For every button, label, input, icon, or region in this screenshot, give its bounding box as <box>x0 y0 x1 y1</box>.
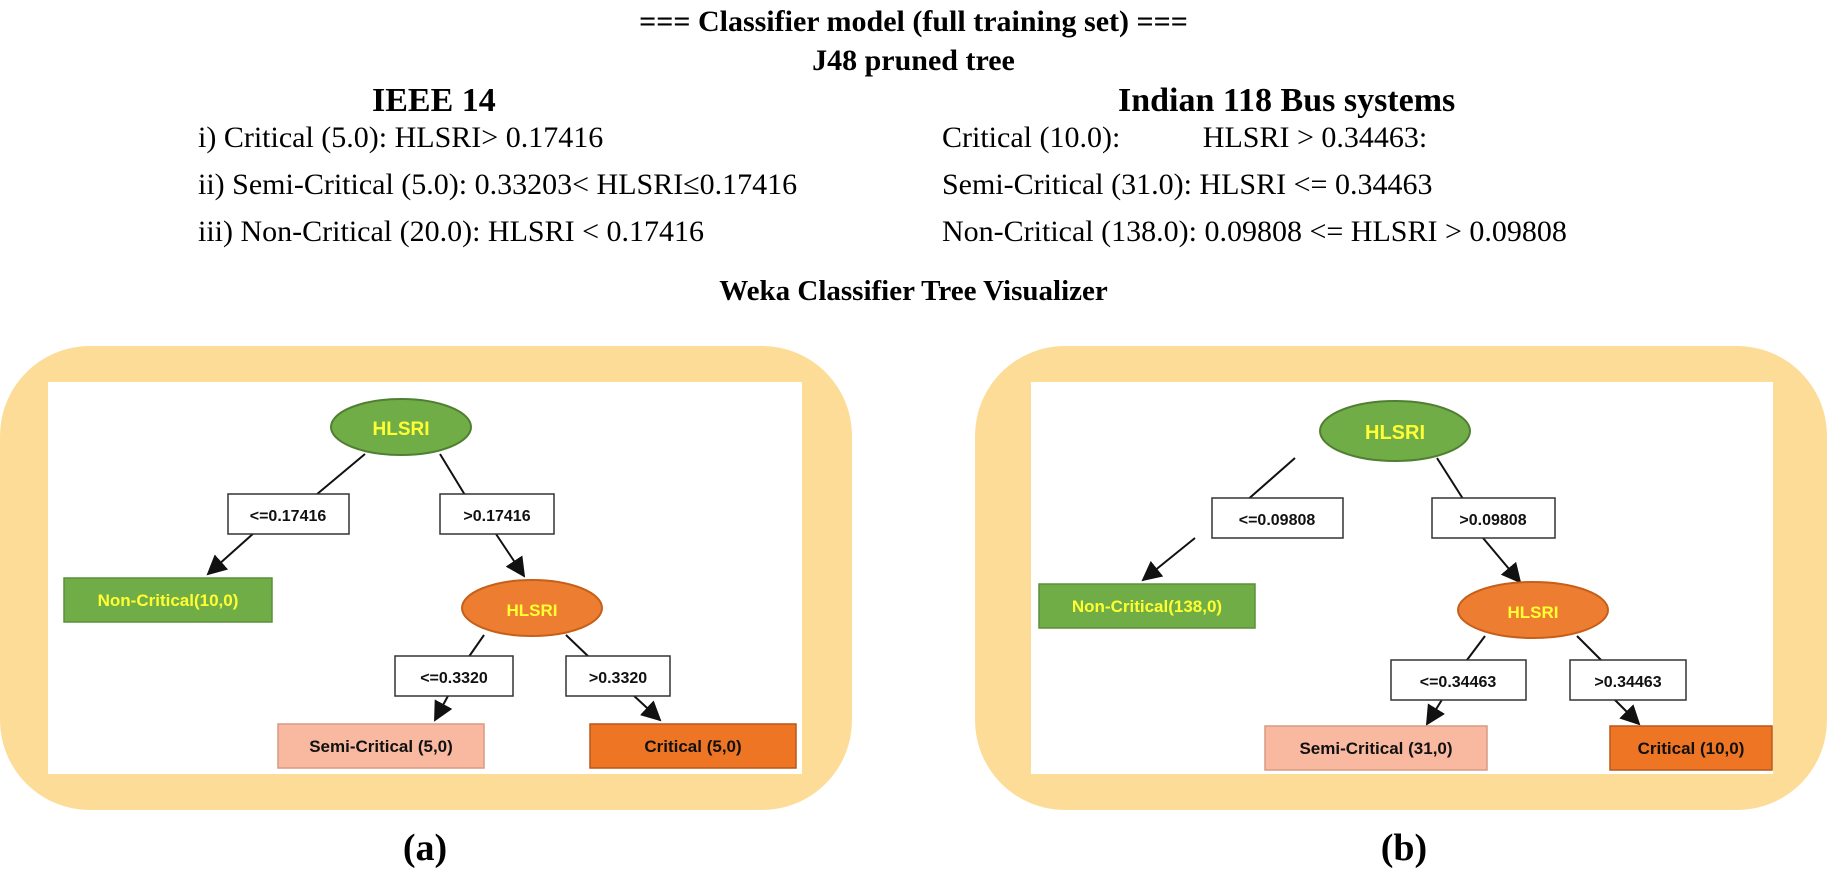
right-rule-2: Semi-Critical (31.0): HLSRI <= 0.34463 <box>942 168 1433 201</box>
inner-edge-label-right-b: >0.34463 <box>1594 674 1661 691</box>
edge-label-right-to-inner-a <box>495 533 526 578</box>
edge-root-right-b <box>1436 457 1466 503</box>
right-rule-3: Non-Critical (138.0): 0.09808 <= HLSRI >… <box>942 215 1567 248</box>
edge-inner-right-a <box>565 634 591 659</box>
root-label-b: HLSRI <box>1365 422 1425 444</box>
edge-box-right-a <box>439 493 555 535</box>
edge-label-right-b: >0.09808 <box>1459 512 1526 529</box>
inner-edge-box-right-b <box>1569 659 1687 701</box>
edge-label-left-b: <=0.09808 <box>1239 512 1316 529</box>
leaf-semicritical-label-b: Semi-Critical (31,0) <box>1299 739 1452 758</box>
leaf-semicritical-a <box>277 723 485 769</box>
leaf-noncritical-b <box>1038 583 1256 629</box>
left-column-title: IEEE 14 <box>372 82 496 119</box>
inner-edge-box-left-b <box>1390 659 1527 701</box>
edge-root-left-b <box>1244 457 1296 503</box>
left-rule-1: i) Critical (5.0): HLSRI> 0.17416 <box>198 121 604 154</box>
edge-label-right-a: >0.17416 <box>463 508 530 525</box>
inner-label-b: HLSRI <box>1508 603 1559 622</box>
edge-label-left-to-leaf-a <box>206 531 256 576</box>
right-rule-1: Critical (10.0): HLSRI > 0.34463: <box>942 121 1428 154</box>
pruned-tree-title: J48 pruned tree <box>812 44 1015 77</box>
classifier-model-title: === Classifier model (full training set)… <box>639 5 1188 38</box>
inner-node-b <box>1457 581 1609 639</box>
root-label-a: HLSRI <box>373 419 430 440</box>
leaf-critical-a <box>589 723 797 769</box>
edge-label-right-to-inner-b <box>1482 537 1522 584</box>
edge-inner-label-left-to-semi-a <box>434 693 453 722</box>
edge-root-left-a <box>309 453 366 501</box>
edge-box-left-a <box>227 493 350 535</box>
edge-inner-label-right-to-crit-a <box>631 693 662 722</box>
left-rule-3: iii) Non-Critical (20.0): HLSRI < 0.1741… <box>198 215 705 248</box>
leaf-noncritical-a <box>63 577 273 623</box>
caption-a: (a) <box>402 827 448 869</box>
leaf-critical-b <box>1609 725 1773 771</box>
left-rule-2: ii) Semi-Critical (5.0): 0.33203< HLSRI≤… <box>198 168 798 201</box>
root-node-b <box>1319 400 1471 462</box>
tree-diagram-b: HLSRI <=0.09808 >0.09808 Non-Critical(13… <box>1038 400 1773 771</box>
inner-edge-label-right-a: >0.3320 <box>589 670 647 687</box>
tree-panel-b: HLSRI <=0.09808 >0.09808 Non-Critical(13… <box>975 346 1827 810</box>
leaf-semicritical-b <box>1264 725 1488 771</box>
inner-node-a <box>461 579 603 637</box>
edge-box-right-b <box>1431 497 1556 539</box>
edge-inner-label-left-to-semi-b <box>1425 697 1445 726</box>
leaf-critical-label-a: Critical (5,0) <box>644 737 741 756</box>
visualizer-title: Weka Classifier Tree Visualizer <box>719 275 1108 307</box>
edge-inner-left-a <box>467 634 485 659</box>
edge-inner-label-right-to-crit-b <box>1612 697 1641 726</box>
leaf-noncritical-label-b: Non-Critical(138,0) <box>1072 597 1222 616</box>
tree-panel-a: HLSRI <=0.17416 >0.17416 Non-Critical(10… <box>0 346 852 810</box>
inner-edge-label-left-b: <=0.34463 <box>1420 674 1497 691</box>
edge-label-left-to-leaf-b <box>1141 537 1196 582</box>
edge-inner-right-b <box>1576 635 1602 661</box>
inner-label-a: HLSRI <box>507 601 558 620</box>
leaf-semicritical-label-a: Semi-Critical (5,0) <box>309 737 453 756</box>
right-column-title: Indian 118 Bus systems <box>1118 82 1456 119</box>
root-node-a <box>330 398 472 456</box>
inner-edge-label-left-a: <=0.3320 <box>420 670 488 687</box>
inner-edge-box-right-a <box>565 655 671 697</box>
inner-edge-box-left-a <box>394 655 514 697</box>
caption-b: (b) <box>1380 827 1428 869</box>
leaf-noncritical-label-a: Non-Critical(10,0) <box>98 591 239 610</box>
edge-inner-left-b <box>1466 635 1486 661</box>
edge-root-right-a <box>439 453 469 501</box>
leaf-critical-label-b: Critical (10,0) <box>1638 739 1745 758</box>
edge-box-left-b <box>1211 497 1344 539</box>
tree-diagram-a: HLSRI <=0.17416 >0.17416 Non-Critical(10… <box>63 398 797 769</box>
edge-label-left-a: <=0.17416 <box>250 508 327 525</box>
